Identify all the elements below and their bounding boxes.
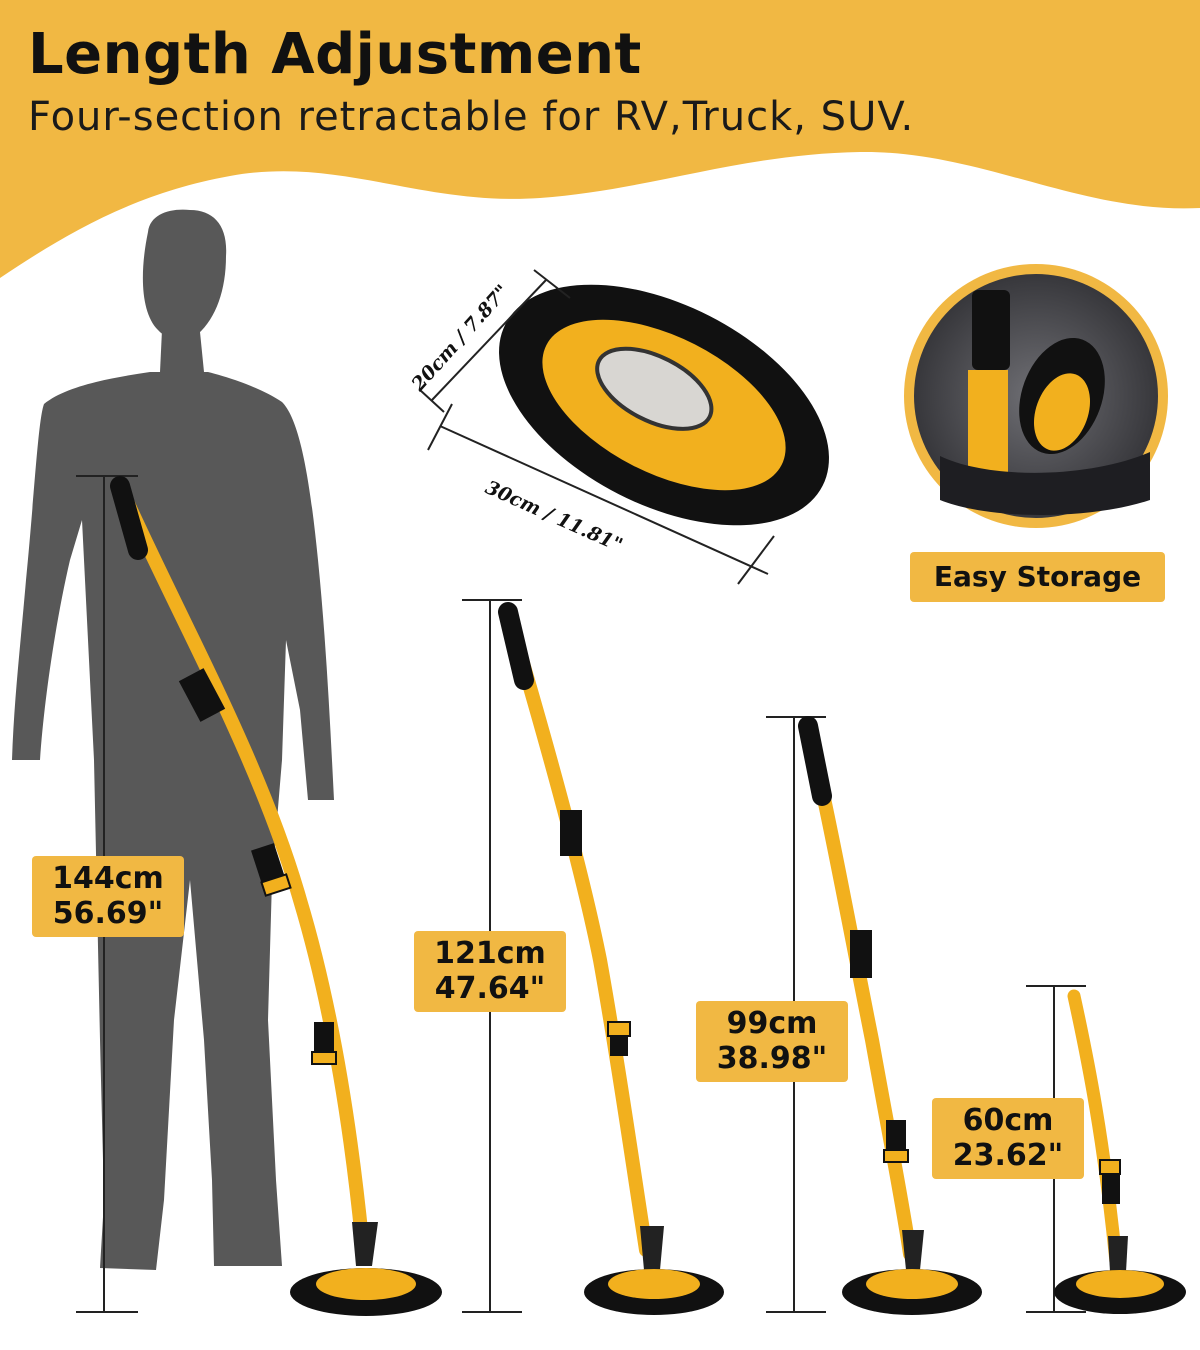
length-label-121cm: 121cm 47.64" xyxy=(414,931,566,1012)
pad-length-label: 30cm / 11.81" xyxy=(482,476,626,556)
length-cm: 144cm xyxy=(52,861,164,896)
mop-pole-144cm xyxy=(110,476,442,1316)
length-label-99cm: 99cm 38.98" xyxy=(696,1001,848,1082)
length-label-60cm: 60cm 23.62" xyxy=(932,1098,1084,1179)
mop-pole-99cm xyxy=(798,716,982,1315)
length-cm: 121cm xyxy=(434,936,546,971)
pad-width-label: 20cm / 7.87" xyxy=(407,281,514,396)
mop-pole-121cm xyxy=(498,602,724,1315)
length-inch: 38.98" xyxy=(716,1040,828,1076)
length-inch: 23.62" xyxy=(952,1137,1064,1173)
storage-photo xyxy=(904,264,1168,528)
person-silhouette xyxy=(12,209,334,1270)
length-inch: 56.69" xyxy=(52,895,164,931)
page-subtitle: Four-section retractable for RV,Truck, S… xyxy=(28,94,915,140)
easy-storage-label: Easy Storage xyxy=(910,552,1165,602)
mop-pad xyxy=(499,284,829,526)
header-banner xyxy=(0,0,1200,278)
length-cm: 99cm xyxy=(726,1006,818,1041)
length-cm: 60cm xyxy=(962,1103,1054,1138)
mop-pole-60cm xyxy=(1054,989,1186,1314)
length-label-144cm: 144cm 56.69" xyxy=(32,856,184,937)
length-inch: 47.64" xyxy=(434,970,546,1006)
page-title: Length Adjustment xyxy=(28,22,642,87)
pad-dimension-lines xyxy=(419,269,775,585)
